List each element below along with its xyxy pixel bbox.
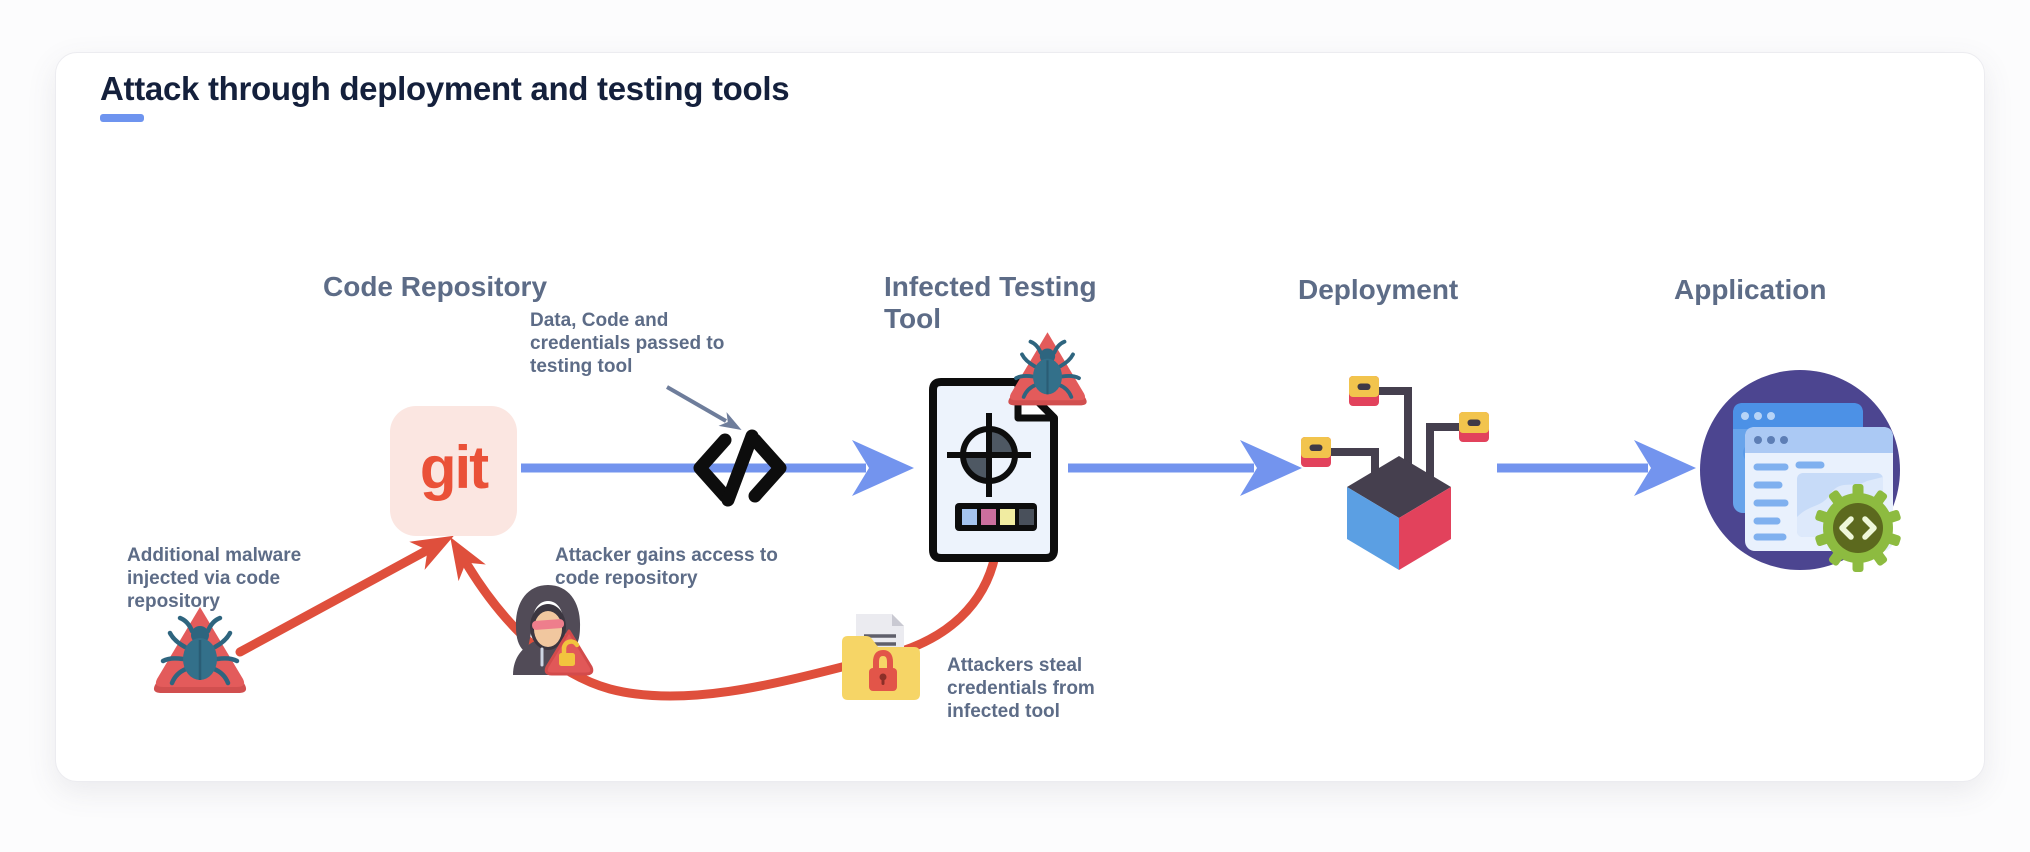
git-logo-text: git: [419, 433, 489, 501]
locked-folder-icon: [842, 614, 920, 700]
annotation-malware-injected: Additional malware injected via code rep…: [127, 545, 302, 613]
git-logo-icon: git: [390, 406, 517, 536]
annotation-data-passed: Data, Code and credentials passed to tes…: [530, 310, 725, 378]
stage-heading-deployment: Deployment: [1298, 274, 1459, 305]
title-accent-bar: [100, 114, 144, 122]
bug-warning-icon: [1008, 332, 1087, 406]
deployment-node: [1301, 437, 1331, 467]
annotation-attacker-access: Attacker gains access to code repository: [555, 545, 778, 590]
bug-warning-icon: [153, 607, 247, 693]
red-attack-arrow-malware-to-git: [235, 535, 454, 657]
deployment-box-icon: [1301, 376, 1489, 570]
application-browser-icon: [1700, 370, 1901, 572]
stage-heading-application: Application: [1674, 274, 1827, 305]
deployment-node: [1459, 412, 1489, 442]
padlock: [869, 649, 897, 691]
page-title: Attack through deployment and testing to…: [100, 70, 790, 107]
gray-annotation-arrow: [666, 385, 742, 430]
annotation-credentials-stolen: Attackers steal credentials from infecte…: [947, 655, 1095, 723]
color-bar: [955, 503, 1037, 531]
stage-heading-code-repository: Code Repository: [323, 271, 548, 302]
flow-arrow-testing-to-deployment: [1068, 440, 1302, 496]
hacker-icon: [513, 585, 594, 676]
deployment-node: [1349, 376, 1379, 406]
gear-code-icon: [1815, 484, 1901, 572]
crosshair-target: [947, 413, 1031, 497]
code-icon: [693, 429, 787, 507]
unlock-warning-badge: [544, 629, 594, 676]
flow-arrow-deployment-to-application: [1497, 440, 1696, 496]
stage-heading-infected-testing-tool: Infected Testing Tool: [884, 271, 1097, 335]
